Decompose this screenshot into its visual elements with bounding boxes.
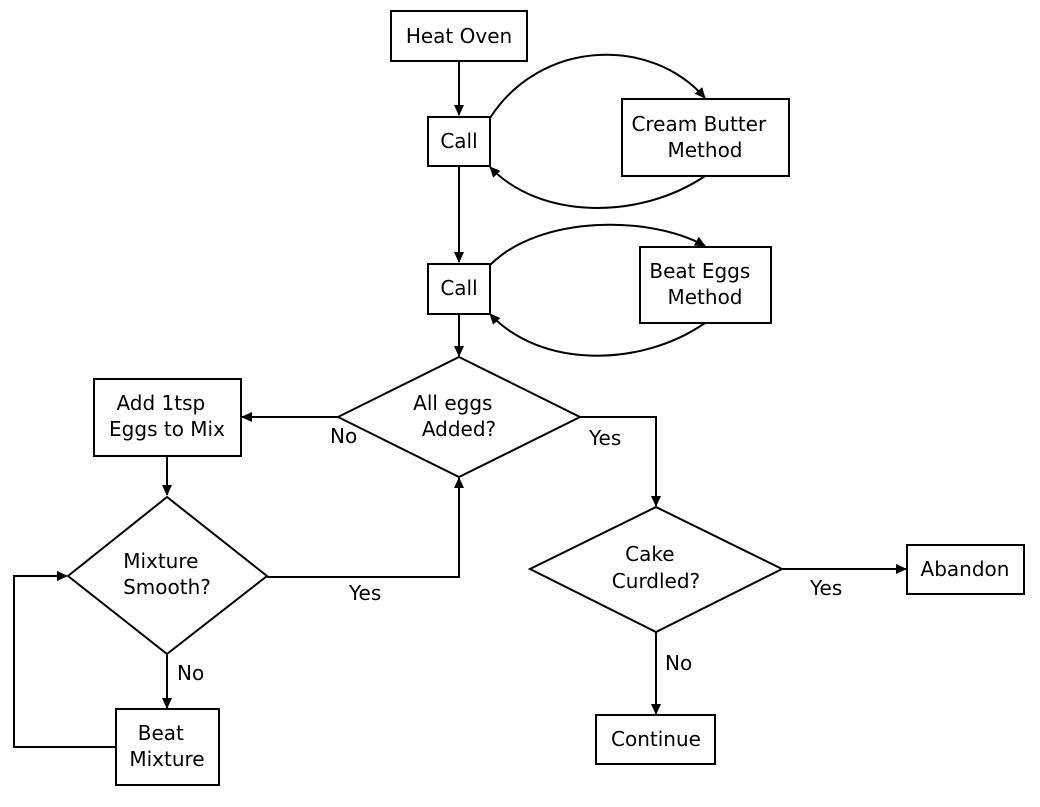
node-beat-mixture: Beat Mixture (115, 708, 220, 786)
edge-beat-eggs-to-call-2 (489, 313, 706, 357)
edge-mixture-to-all-eggs (267, 477, 464, 578)
node-label: Cream Butter Method (631, 112, 772, 162)
edge-label-mixture-yes: Yes (348, 581, 381, 605)
node-abandon: Abandon (906, 544, 1025, 595)
node-label: Call (440, 276, 477, 300)
edge-cream-butter-to-call-1 (489, 166, 706, 209)
edge-all-eggs-to-cake-curdled (580, 416, 661, 507)
node-label: All eggs Added? (413, 391, 499, 441)
node-continue: Continue (595, 714, 716, 765)
node-call-2: Call (427, 263, 491, 315)
edge-label-curdled-yes: Yes (809, 576, 842, 600)
node-label: Add 1tsp Eggs to Mix (109, 391, 225, 441)
node-beat-eggs-method: Beat Eggs Method (639, 246, 772, 324)
edges (13, 53, 907, 748)
node-all-eggs-added: All eggs Added? (335, 355, 583, 479)
node-cream-butter-method: Cream Butter Method (621, 98, 790, 177)
node-label: Beat Mixture (129, 721, 204, 771)
nodes: Heat Oven Call Cream Butter Method Call (66, 10, 1025, 786)
node-mixture-smooth: Mixture Smooth? (66, 495, 269, 656)
edge-label-mixture-no: No (177, 661, 204, 685)
node-call-1: Call (427, 116, 491, 167)
node-label: Cake Curdled? (612, 542, 700, 593)
edge-call-2-to-beat-eggs (489, 223, 706, 266)
node-label: Heat Oven (406, 24, 512, 48)
edge-call-1-to-cream-butter (489, 53, 706, 119)
edge-beat-mixture-to-mixture (13, 571, 116, 748)
node-add-eggs-to-mix: Add 1tsp Eggs to Mix (93, 378, 242, 457)
edge-labels: No Yes Yes No Yes No (177, 424, 842, 685)
edge-label-all-eggs-yes: Yes (588, 426, 621, 450)
node-label: Abandon (921, 557, 1010, 581)
node-label: Beat Eggs Method (649, 259, 756, 309)
node-cake-curdled: Cake Curdled? (527, 505, 785, 634)
node-label: Continue (611, 727, 701, 751)
node-heat-oven: Heat Oven (390, 10, 528, 62)
node-label: Mixture Smooth? (123, 549, 211, 599)
edge-label-curdled-no: No (665, 651, 692, 675)
node-label: Call (440, 129, 477, 153)
edge-label-all-eggs-no: No (330, 424, 357, 448)
